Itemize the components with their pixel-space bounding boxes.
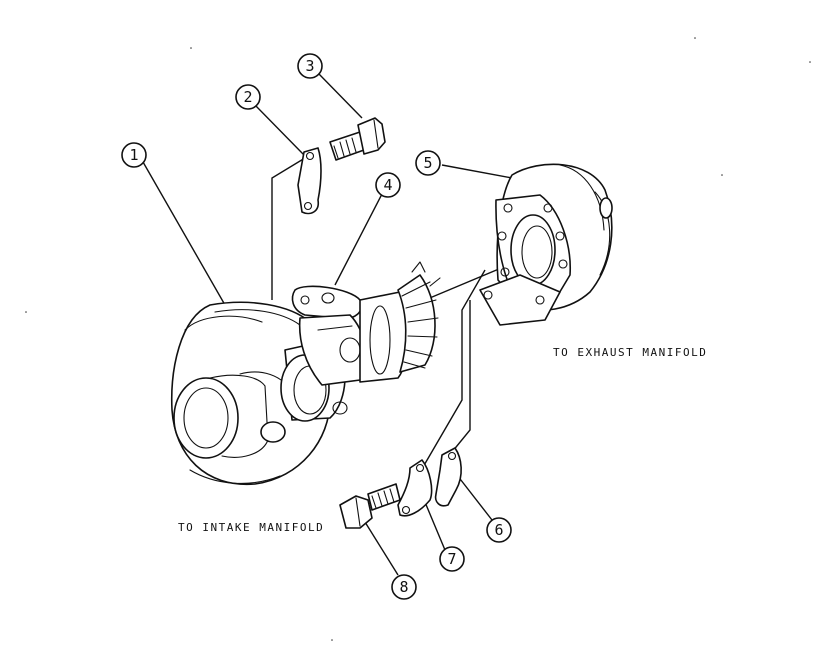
center-housing-assembly <box>280 261 441 422</box>
compressor-housing <box>170 301 331 486</box>
callout-3: 3 <box>297 53 323 79</box>
callout-2-number: 2 <box>243 88 252 106</box>
intake-manifold-label: TO INTAKE MANIFOLD <box>178 521 324 534</box>
callout-4-number: 4 <box>383 176 392 194</box>
bracket-7 <box>397 459 433 517</box>
callout-1: 1 <box>121 142 147 168</box>
callout-5: 5 <box>415 150 441 176</box>
callout-8: 8 <box>391 574 417 600</box>
callout-2: 2 <box>235 84 261 110</box>
bottom-bolt <box>339 483 401 529</box>
plate-6 <box>434 447 462 507</box>
exhaust-manifold-label: TO EXHAUST MANIFOLD <box>553 346 707 359</box>
scan-specks <box>25 37 811 641</box>
callout-3-number: 3 <box>305 57 314 75</box>
callout-7: 7 <box>439 546 465 572</box>
callout-6-number: 6 <box>494 521 503 539</box>
callout-8-number: 8 <box>399 578 408 596</box>
turbine-housing <box>479 163 613 326</box>
callout-7-number: 7 <box>447 550 456 568</box>
callout-6: 6 <box>486 517 512 543</box>
callout-4: 4 <box>375 172 401 198</box>
callout-5-number: 5 <box>423 154 432 172</box>
callout-1-number: 1 <box>129 146 138 164</box>
top-bolt <box>329 117 386 161</box>
top-bracket <box>297 147 322 215</box>
